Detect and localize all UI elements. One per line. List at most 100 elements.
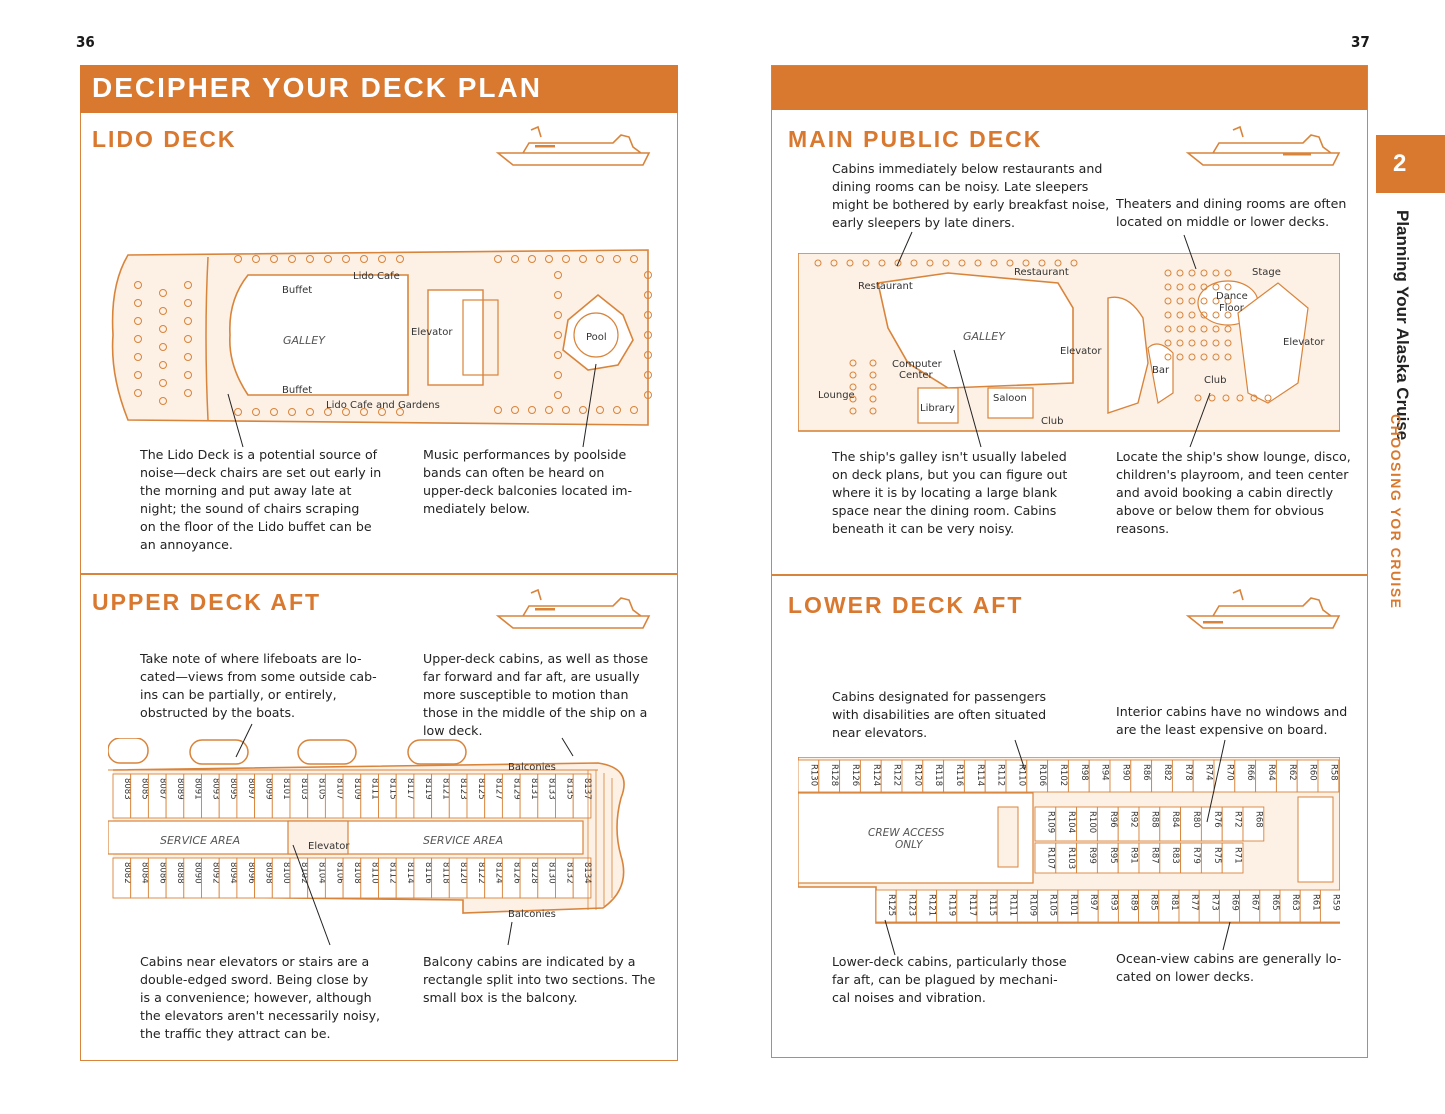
- table-mark: [849, 407, 857, 415]
- cabin-number: 8115: [387, 778, 397, 800]
- table-mark: [1224, 283, 1232, 291]
- cabin-number: R120: [912, 764, 922, 786]
- cabin-number: R121: [927, 894, 937, 916]
- lido-cafe-label: Lido Cafe: [353, 271, 400, 282]
- dance-floor-label-2: Floor: [1219, 303, 1245, 314]
- pool-label: Pool: [586, 332, 607, 343]
- elevator-mid-label: Elevator: [1060, 346, 1102, 357]
- computer-center-label: Computer: [892, 359, 943, 370]
- table-mark: [378, 408, 386, 416]
- upper-deck-title: UPPER DECK AFT: [92, 589, 322, 615]
- cabin-number: 8101: [281, 778, 291, 800]
- lounge-label: Lounge: [818, 390, 855, 401]
- table-mark: [234, 408, 242, 416]
- cabin-number: 8094: [228, 862, 238, 884]
- cabin-number: R111: [1007, 894, 1017, 916]
- restaurant-top-label: Restaurant: [1014, 267, 1069, 278]
- crew-access-label: CREW ACCESS: [868, 827, 945, 839]
- table-mark: [134, 353, 142, 361]
- crew-access-label-2: ONLY: [895, 839, 924, 851]
- page-banner: DECIPHER YOUR DECK PLAN: [80, 65, 678, 113]
- cabin-number: 8096: [246, 862, 256, 884]
- table-mark: [1264, 394, 1272, 402]
- cabin-number: 8092: [210, 862, 220, 884]
- cabin-number: R128: [829, 764, 839, 786]
- table-mark: [554, 331, 562, 339]
- table-mark: [630, 255, 638, 263]
- table-mark: [644, 391, 652, 399]
- table-mark: [1212, 325, 1220, 333]
- cabin-number: 8091: [193, 778, 203, 800]
- cabin-number: R130: [808, 764, 818, 786]
- table-mark: [1212, 283, 1220, 291]
- cabin-number: R70: [1224, 764, 1234, 781]
- cabin-number: R98: [1079, 764, 1089, 781]
- cabin-number: 8123: [458, 778, 468, 800]
- table-mark: [159, 397, 167, 405]
- service-area-left: SERVICE AREA: [160, 834, 240, 847]
- lower-deck-title: LOWER DECK AFT: [788, 592, 1024, 618]
- cabin-number: R61: [1310, 894, 1320, 911]
- table-mark: [869, 383, 877, 391]
- table-mark: [596, 406, 604, 414]
- lido-deck-title: LIDO DECK: [92, 126, 237, 152]
- cabin-number: R94: [1100, 764, 1110, 781]
- cabin-number: 8089: [175, 778, 185, 800]
- cabin-number: R58: [1328, 764, 1338, 781]
- cabin-number: R122: [892, 764, 902, 786]
- table-mark: [159, 307, 167, 315]
- elevator-label: Elevator: [411, 327, 453, 338]
- lower-note-top-left: Cabins designated for passengers with di…: [832, 689, 1047, 740]
- cabin-number: R66: [1245, 764, 1255, 781]
- page-number-right: 37: [1351, 33, 1370, 51]
- cabin-number: 8120: [458, 862, 468, 884]
- table-mark: [926, 259, 934, 267]
- table-mark: [159, 343, 167, 351]
- table-mark: [1200, 339, 1208, 347]
- table-mark: [990, 259, 998, 267]
- cabin-number: 8125: [476, 778, 486, 800]
- table-mark: [878, 259, 886, 267]
- table-mark: [1176, 269, 1184, 277]
- table-mark: [378, 255, 386, 263]
- cabin-number: 8088: [175, 862, 185, 884]
- main-deck-title: MAIN PUBLIC DECK: [788, 126, 1043, 152]
- club-label: Club: [1204, 375, 1226, 386]
- table-mark: [1224, 269, 1232, 277]
- table-mark: [1164, 297, 1172, 305]
- right-divider: [771, 574, 1368, 576]
- cabin-number: R104: [1066, 811, 1076, 833]
- right-panel: [771, 65, 1368, 1058]
- table-mark: [1038, 259, 1046, 267]
- table-mark: [862, 259, 870, 267]
- ship-icon: [1185, 125, 1341, 166]
- cabin-number: 8087: [157, 778, 167, 800]
- cabin-number: 8112: [387, 862, 397, 884]
- computer-center-label-2: Center: [899, 370, 934, 381]
- table-mark: [1200, 353, 1208, 361]
- table-mark: [849, 395, 857, 403]
- table-mark: [1164, 353, 1172, 361]
- elevator-label: Elevator: [308, 841, 350, 852]
- table-mark: [159, 289, 167, 297]
- table-mark: [942, 259, 950, 267]
- table-mark: [1054, 259, 1062, 267]
- cabin-number: 8133: [547, 778, 557, 800]
- table-mark: [613, 406, 621, 414]
- table-mark: [134, 281, 142, 289]
- cabin-number: 8086: [157, 862, 167, 884]
- cabin-number: 8105: [317, 778, 327, 800]
- cabin-cell: [572, 857, 592, 899]
- table-mark: [306, 408, 314, 416]
- cabin-number: R82: [1162, 764, 1172, 781]
- cabin-cell: [1242, 806, 1265, 842]
- lido-deck-plan: Lido Cafe Buffet GALLEY Elevator Pool Bu…: [111, 249, 652, 426]
- cabin-number: 8097: [246, 778, 256, 800]
- table-mark: [1176, 339, 1184, 347]
- cabin-number: R87: [1149, 847, 1159, 864]
- cabin-number: 8130: [547, 862, 557, 884]
- cabin-number: 8110: [370, 862, 380, 884]
